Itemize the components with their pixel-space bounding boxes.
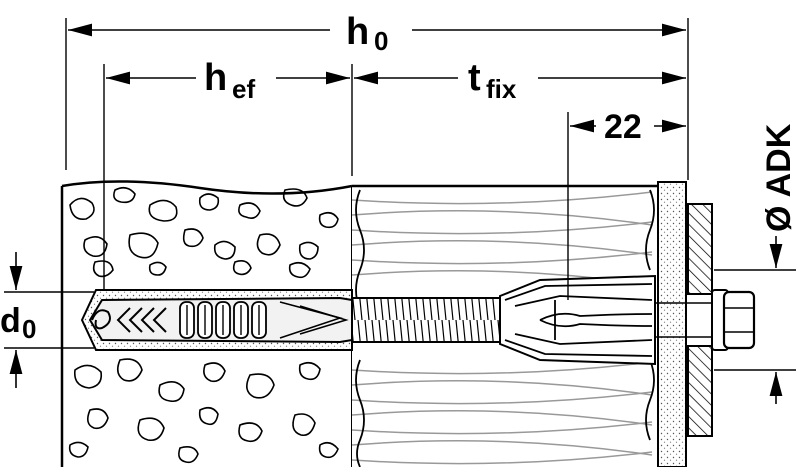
threaded-screw bbox=[351, 297, 501, 343]
dimension-tfix: t fix bbox=[354, 57, 686, 104]
h0-subscript: 0 bbox=[374, 26, 388, 56]
d0-subscript: 0 bbox=[22, 314, 36, 344]
dimension-hef: h ef bbox=[103, 57, 353, 290]
dimension-22-label: 22 bbox=[604, 108, 642, 146]
render-layer bbox=[657, 181, 687, 467]
dimension-22: 22 bbox=[567, 108, 686, 300]
anchor-plug bbox=[88, 296, 353, 344]
dimension-adk: Ø ADK bbox=[714, 123, 798, 404]
aggregate-stones bbox=[68, 186, 339, 464]
tfix-subscript: fix bbox=[486, 74, 517, 104]
adk-label: Ø ADK bbox=[760, 123, 798, 232]
hex-nut bbox=[722, 290, 756, 350]
hef-subscript: ef bbox=[232, 74, 255, 104]
bolt-head-assembly bbox=[655, 289, 756, 351]
tfix-label: t bbox=[468, 57, 481, 99]
dimension-h0: h 0 bbox=[65, 11, 689, 180]
dimension-d0: d 0 bbox=[0, 252, 94, 388]
h0-label: h bbox=[346, 11, 369, 53]
d0-label: d bbox=[0, 302, 21, 340]
spreading-element bbox=[499, 274, 656, 366]
hef-label: h bbox=[204, 57, 227, 99]
